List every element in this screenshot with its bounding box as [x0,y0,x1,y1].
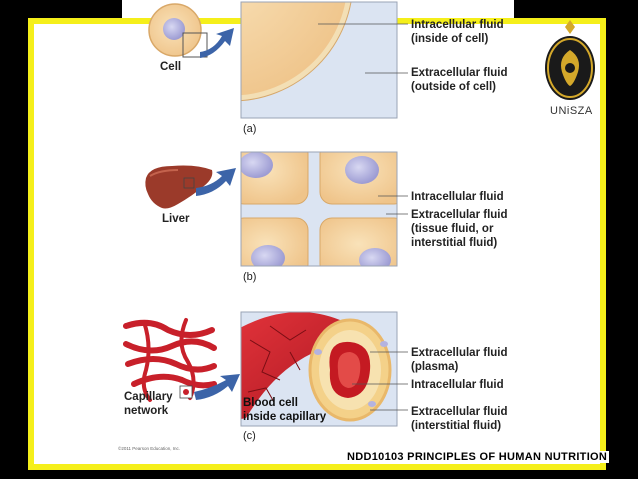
intracellular-fluid-label-a: Intracellular fluid (inside of cell) [411,19,504,45]
capillary-network-label: Capillary network [124,391,173,417]
arrow-icon-a [200,28,234,58]
liver-thumbnail [145,165,213,209]
panel-c-tag: (c) [243,430,256,442]
liver-label: Liver [162,213,190,225]
intracellular-fluid-label-b: Intracellular fluid [411,191,504,203]
cell-thumbnail [148,3,208,58]
extracellular-fluid-label-a: Extracellular fluid (outside of cell) [411,67,508,93]
extracellular-fluid-interstitial-label: Extracellular fluid (interstitial fluid) [411,406,508,432]
panel-a-leader-lines [318,23,408,74]
panel-b-tag: (b) [243,271,257,283]
unisza-logo-icon [545,20,595,100]
cell-label: Cell [160,61,182,73]
capillary-network-thumbnail [123,318,217,402]
unisza-logo-text: UNiSZA [550,105,593,117]
extracellular-fluid-label-b: Extracellular fluid (tissue fluid, or in… [411,209,508,249]
panel-c-leader-lines [352,351,408,411]
arrow-icon-c [194,374,240,400]
extracellular-fluid-plasma-label: Extracellular fluid (plasma) [411,347,508,373]
blood-cell-label: Blood cell inside capillary [243,397,327,423]
arrow-icon-b [196,168,236,196]
copyright-text: ©2011 Pearson Education, Inc. [118,446,181,451]
capillary-highlight [179,385,193,399]
panel-b-tissue-cells [241,152,397,266]
panel-a-magnified-cell [241,2,397,118]
panel-b-leader-lines [378,195,408,215]
footer-course-title: NDD10103 PRINCIPLES OF HUMAN NUTRITION [345,451,610,463]
intracellular-fluid-label-c: Intracellular fluid [411,379,504,391]
panel-a-tag: (a) [243,123,257,135]
